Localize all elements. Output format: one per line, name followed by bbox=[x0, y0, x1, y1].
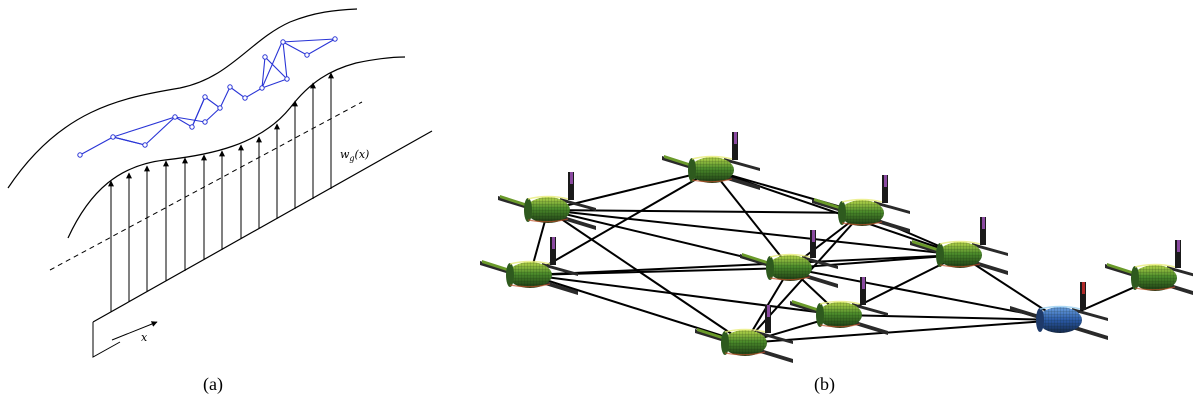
formation-node bbox=[332, 36, 338, 42]
formation-node bbox=[242, 95, 248, 101]
gust-band-upper-curve bbox=[7, 8, 358, 189]
aircraft bbox=[909, 216, 1009, 276]
formation-node bbox=[110, 134, 116, 140]
formation-node bbox=[280, 39, 286, 45]
formation-node bbox=[227, 84, 233, 90]
aircraft-fleet bbox=[479, 131, 1193, 364]
aircraft bbox=[811, 174, 911, 234]
formation-node bbox=[259, 85, 265, 91]
aircraft bbox=[1104, 239, 1193, 299]
formation-node bbox=[189, 124, 195, 130]
formation-node bbox=[172, 114, 178, 120]
aircraft-highlighted bbox=[1009, 281, 1109, 341]
gust-arrows bbox=[108, 72, 334, 312]
formation-node bbox=[304, 52, 310, 58]
base-line bbox=[92, 130, 433, 323]
caption-a: (a) bbox=[203, 374, 223, 395]
x-axis-label: x bbox=[141, 331, 148, 344]
aircraft bbox=[739, 229, 839, 289]
formation-node bbox=[284, 76, 290, 82]
gust-magnitude-label: wg(x) bbox=[340, 148, 369, 163]
formation-network bbox=[79, 38, 336, 156]
reference-dashed-line bbox=[49, 101, 363, 271]
x-axis-indicator bbox=[92, 321, 158, 358]
formation-node bbox=[262, 54, 268, 60]
formation-node bbox=[202, 119, 208, 125]
panel-b: (b) bbox=[479, 131, 1193, 395]
formation-node bbox=[142, 142, 148, 148]
panel-a: x wg(x) bbox=[7, 8, 433, 395]
formation-nodes bbox=[77, 36, 338, 158]
gust-profile-curve bbox=[67, 56, 406, 239]
formation-node bbox=[202, 94, 208, 100]
caption-b: (b) bbox=[814, 374, 835, 395]
formation-node bbox=[217, 105, 223, 111]
formation-node bbox=[77, 152, 83, 158]
